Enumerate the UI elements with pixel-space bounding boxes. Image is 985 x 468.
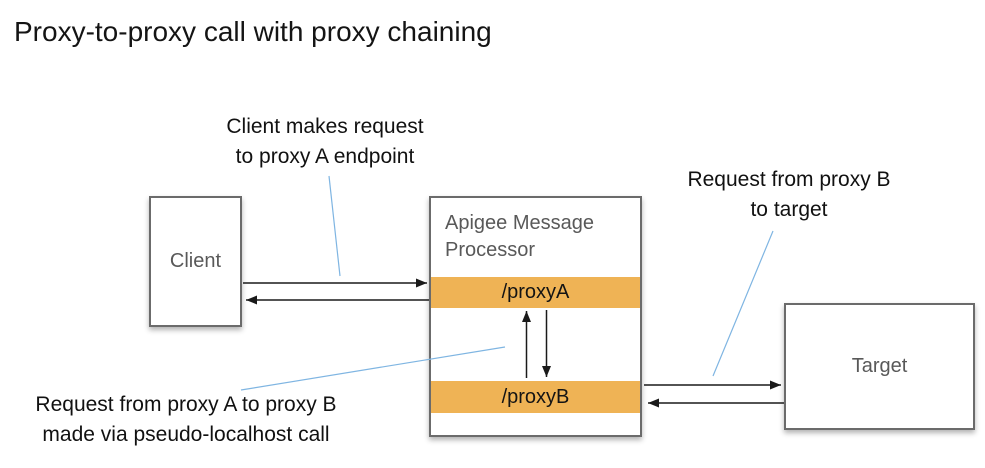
connector-client-annotation-icon xyxy=(328,175,341,277)
target-node: Target xyxy=(784,303,975,430)
annotation-line: Request from proxy A to proxy B xyxy=(35,393,337,416)
client-label: Client xyxy=(169,250,222,272)
message-processor-node: Apigee Message Processor /proxyA /proxyB xyxy=(429,196,642,437)
proxy-b-label: /proxyB xyxy=(501,385,570,408)
annotation-proxya-to-proxyb: Request from proxy A to proxy B made via… xyxy=(35,390,336,450)
message-processor-label: Apigee Message Processor xyxy=(445,212,594,261)
connector-target-annotation-icon xyxy=(712,230,774,377)
annotation-line: to proxy A endpoint xyxy=(235,145,415,168)
annotation-line: to target xyxy=(750,198,828,221)
annotation-proxyb-to-target: Request from proxy B to target xyxy=(687,165,890,225)
annotation-line: Request from proxy B xyxy=(687,168,891,191)
diagram-title: Proxy-to-proxy call with proxy chaining xyxy=(14,16,492,47)
annotation-line: Client makes request xyxy=(226,115,424,138)
target-label: Target xyxy=(851,355,908,377)
proxy-a-bar: /proxyA xyxy=(431,277,640,308)
proxy-b-bar: /proxyB xyxy=(431,381,640,413)
client-node: Client xyxy=(149,196,242,327)
annotation-line: made via pseudo-localhost call xyxy=(42,423,330,446)
annotation-client-request: Client makes request to proxy A endpoint xyxy=(226,112,423,172)
proxy-a-label: /proxyA xyxy=(501,281,570,303)
